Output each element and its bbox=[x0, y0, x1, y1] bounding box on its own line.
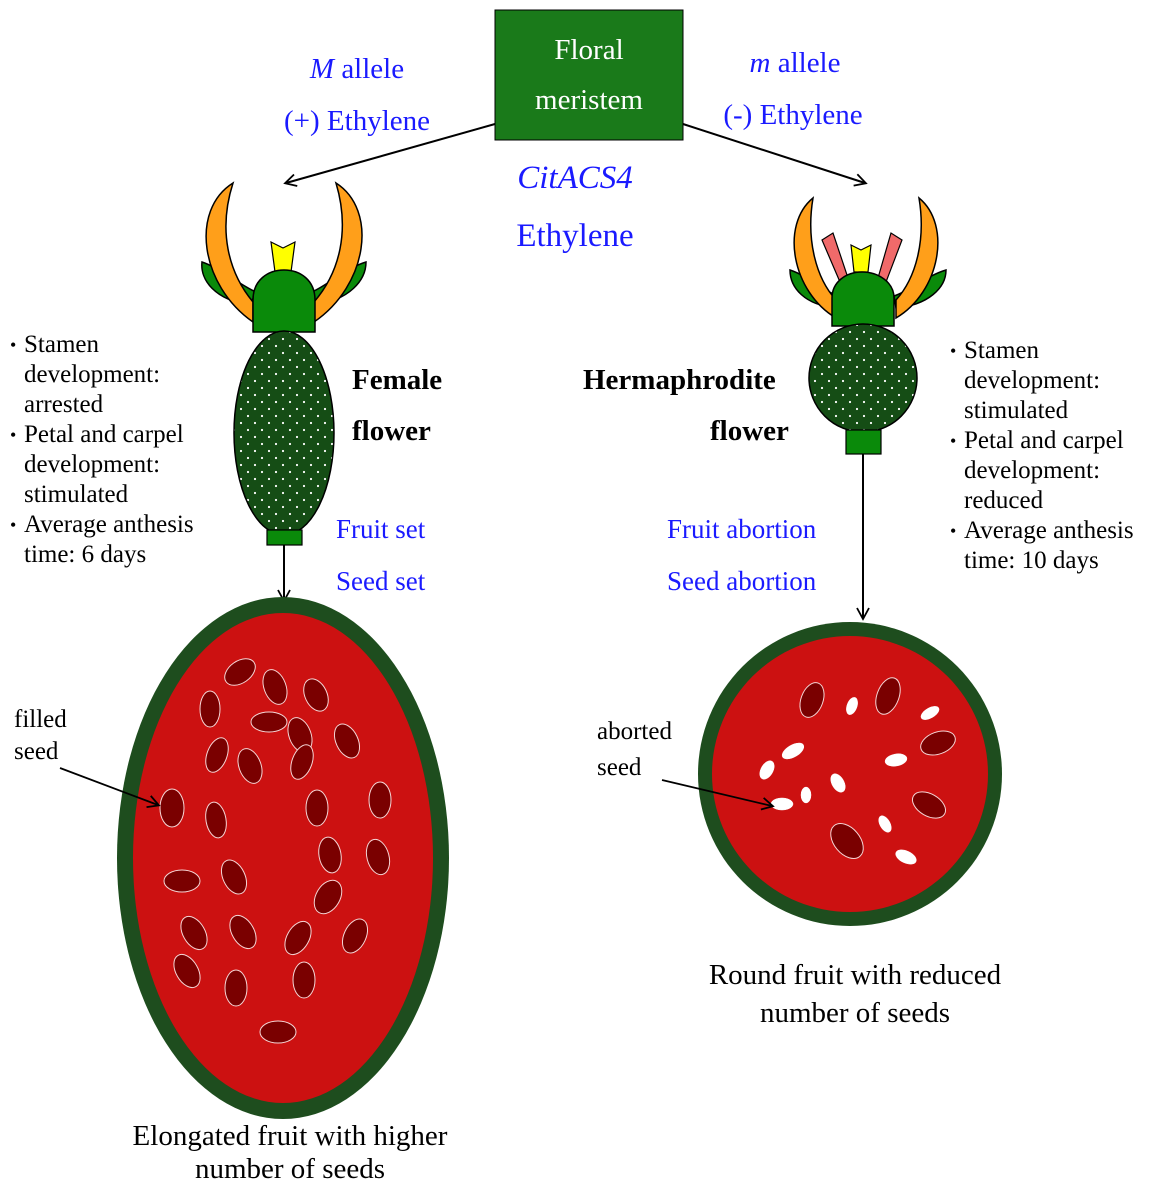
filled-seed bbox=[164, 870, 200, 892]
herm-caption-line1: Round fruit with reduced bbox=[655, 958, 1055, 992]
female-outcome-fruit: Fruit set bbox=[336, 512, 425, 546]
female-title-line1: Female bbox=[352, 363, 442, 397]
filled-seed bbox=[369, 782, 391, 818]
herm-petal-right bbox=[896, 198, 938, 318]
herm-title-line1: Hermaphrodite bbox=[583, 363, 776, 397]
elongated-fruit bbox=[117, 597, 449, 1119]
floral-meristem-line2: meristem bbox=[495, 75, 683, 125]
female-petal-left bbox=[206, 183, 253, 322]
aborted-seed-label-line2: seed bbox=[597, 752, 641, 784]
female-stigma bbox=[271, 242, 295, 272]
herm-bullet-item: •Petal and carpel development: reduced bbox=[950, 426, 1172, 516]
herm-ovary bbox=[809, 324, 917, 432]
floral-meristem-line1: Floral bbox=[495, 25, 683, 75]
filled-seed bbox=[160, 789, 184, 827]
herm-title-line2: flower bbox=[710, 414, 789, 448]
left-ethylene-label: (+) Ethylene bbox=[272, 104, 442, 138]
female-bullet-item: •Stamen development: arrested bbox=[10, 330, 235, 420]
herm-stamen-left bbox=[822, 233, 848, 282]
gene-product-label: Ethylene bbox=[495, 216, 655, 256]
aborted-seed bbox=[771, 798, 793, 810]
female-receptacle bbox=[253, 270, 315, 332]
female-pedicel bbox=[267, 530, 302, 545]
filled-seed bbox=[260, 1021, 296, 1043]
left-allele-label: M allele bbox=[282, 52, 432, 86]
filled-seed bbox=[225, 970, 247, 1006]
right-ethylene-label: (-) Ethylene bbox=[708, 98, 878, 132]
filled-seed bbox=[293, 962, 315, 998]
herm-pedicel bbox=[846, 430, 881, 454]
female-title-line2: flower bbox=[352, 414, 431, 448]
filled-seed-label-line1: filled bbox=[14, 704, 67, 736]
herm-bullet-list: •Stamen development: stimulated •Petal a… bbox=[950, 336, 1172, 576]
aborted-seed-label-line1: aborted bbox=[597, 716, 672, 748]
female-bullet-item: •Petal and carpel development: stimulate… bbox=[10, 420, 235, 510]
herm-flower-illustration bbox=[790, 198, 946, 454]
herm-outcome-seed: Seed abortion bbox=[667, 564, 816, 598]
female-petal-right bbox=[314, 183, 362, 322]
filled-seed-label-line2: seed bbox=[14, 736, 58, 768]
herm-bullet-item: •Stamen development: stimulated bbox=[950, 336, 1172, 426]
floral-meristem-label: Floral meristem bbox=[495, 10, 683, 140]
herm-bullet-item: •Average anthesis time: 10 days bbox=[950, 516, 1172, 576]
filled-seed bbox=[200, 691, 220, 727]
gene-label: CitACS4 bbox=[495, 158, 655, 198]
herm-stigma bbox=[851, 245, 871, 272]
herm-receptacle bbox=[832, 272, 894, 326]
female-outcome-seed: Seed set bbox=[336, 564, 425, 598]
herm-outcome-fruit: Fruit abortion bbox=[667, 512, 816, 546]
female-caption-line1: Elongated fruit with higher bbox=[80, 1119, 500, 1153]
filled-seed bbox=[306, 790, 328, 826]
round-fruit bbox=[698, 622, 1002, 926]
aborted-seed bbox=[801, 787, 811, 803]
female-caption-line2: number of seeds bbox=[80, 1152, 500, 1186]
herm-caption-line2: number of seeds bbox=[655, 996, 1055, 1030]
female-bullet-item: •Average anthesis time: 6 days bbox=[10, 510, 235, 570]
female-bullet-list: •Stamen development: arrested •Petal and… bbox=[10, 330, 235, 570]
female-ovary bbox=[234, 331, 334, 535]
herm-stamen-right bbox=[878, 233, 902, 282]
filled-seed bbox=[251, 712, 287, 732]
arrow-to-herm bbox=[683, 124, 865, 183]
round-fruit-flesh bbox=[712, 636, 988, 912]
right-allele-label: m allele bbox=[720, 46, 870, 80]
